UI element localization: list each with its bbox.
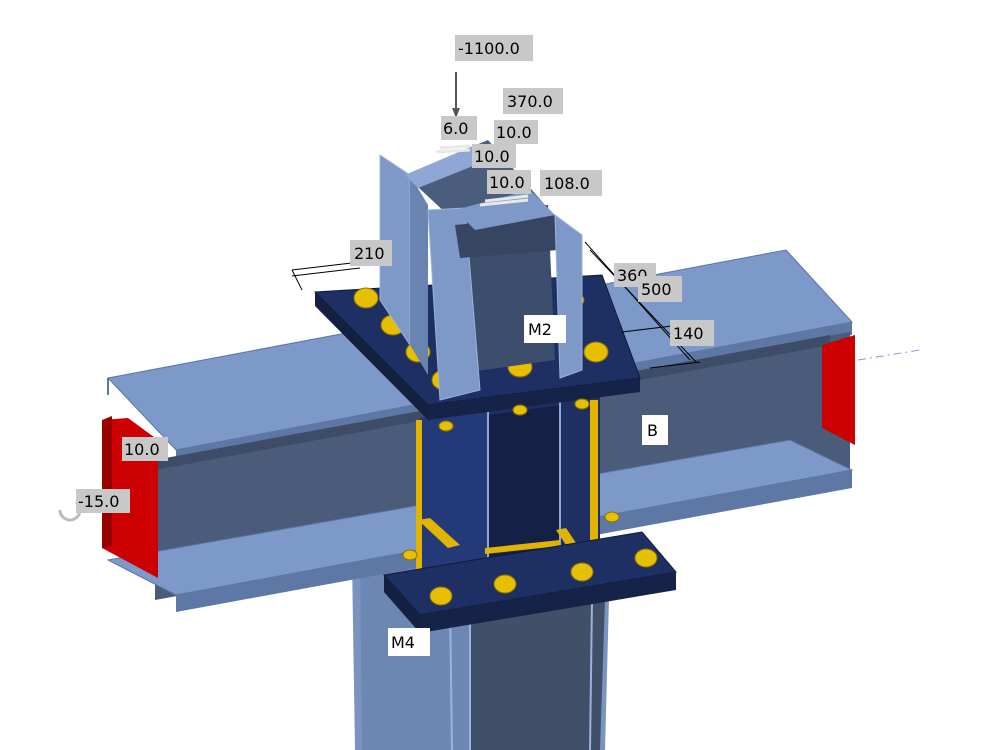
load-label: 10.0 bbox=[122, 437, 168, 461]
dimension-label: 210 bbox=[350, 240, 392, 266]
load-label: 370.0 bbox=[503, 88, 563, 114]
member-label-m4[interactable]: M4 bbox=[388, 628, 430, 656]
bottom-end-plate[interactable] bbox=[383, 531, 677, 633]
member-axis-line bbox=[857, 349, 921, 361]
dimension-label: 360 bbox=[614, 263, 656, 287]
svg-text:108.0: 108.0 bbox=[544, 174, 590, 193]
svg-text:10.0: 10.0 bbox=[489, 173, 525, 192]
member-label-b[interactable]: B bbox=[642, 415, 668, 445]
load-label: -15.0 bbox=[76, 489, 130, 513]
member-label-m2[interactable]: M2 bbox=[524, 315, 566, 343]
load-label: 10.0 bbox=[472, 144, 516, 168]
svg-text:-1100.0: -1100.0 bbox=[458, 39, 520, 58]
right-support bbox=[822, 335, 855, 445]
svg-text:M2: M2 bbox=[528, 320, 552, 339]
svg-text:10.0: 10.0 bbox=[124, 440, 160, 459]
dimension-label: 500 bbox=[638, 276, 682, 302]
svg-text:-15.0: -15.0 bbox=[78, 492, 119, 511]
load-label: -1100.0 bbox=[455, 35, 533, 61]
load-label: 10.0 bbox=[487, 170, 531, 194]
svg-text:6.0: 6.0 bbox=[443, 119, 468, 138]
load-label: 6.0 bbox=[441, 116, 477, 140]
dimension-label: 140 bbox=[670, 320, 714, 346]
svg-text:10.0: 10.0 bbox=[496, 123, 532, 142]
svg-text:B: B bbox=[647, 421, 658, 440]
svg-text:500: 500 bbox=[641, 280, 672, 299]
svg-text:M4: M4 bbox=[391, 633, 415, 652]
svg-text:140: 140 bbox=[673, 324, 704, 343]
svg-text:370.0: 370.0 bbox=[507, 92, 553, 111]
bottom-bolts bbox=[402, 511, 658, 606]
left-support-rim bbox=[102, 416, 112, 548]
load-label: 10.0 bbox=[494, 120, 538, 144]
svg-text:10.0: 10.0 bbox=[474, 147, 510, 166]
svg-text:210: 210 bbox=[354, 244, 385, 263]
upper-column[interactable] bbox=[379, 140, 583, 401]
load-label: 108.0 bbox=[540, 170, 602, 196]
